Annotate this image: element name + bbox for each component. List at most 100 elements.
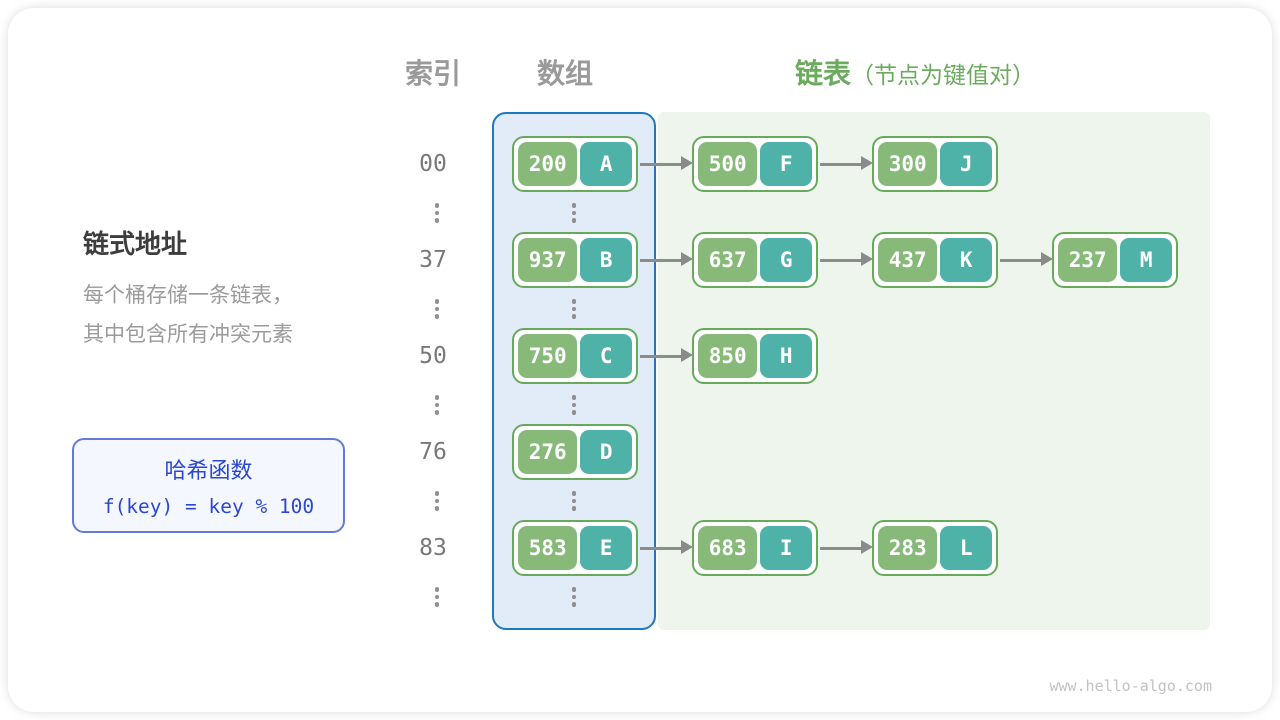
header-list-group: 链表（节点为键值对） <box>795 52 1035 92</box>
node-value: K <box>940 238 992 282</box>
arrow-shaft <box>820 258 864 262</box>
dot <box>434 299 439 304</box>
ellipsis-dots <box>571 587 577 610</box>
node-value: G <box>760 238 812 282</box>
dot <box>434 210 439 215</box>
node-key: 937 <box>518 238 578 282</box>
ellipsis-dots <box>571 299 577 322</box>
header-array: 数组 <box>537 58 594 89</box>
arrow-shaft <box>820 162 864 166</box>
hash-function-formula: f(key) = key % 100 <box>102 495 315 518</box>
dot <box>434 410 439 415</box>
arrow <box>999 232 1053 288</box>
arrow <box>639 520 693 576</box>
dot <box>571 506 576 511</box>
index-label: 76 <box>419 439 447 465</box>
dot <box>571 491 576 496</box>
node-value: I <box>760 526 812 570</box>
arrow-head-icon <box>681 252 693 266</box>
dot <box>571 395 576 400</box>
dot <box>571 602 576 607</box>
arrow-shaft <box>640 162 684 166</box>
dot <box>571 203 576 208</box>
dot <box>434 306 439 311</box>
arrow-head-icon <box>1041 252 1053 266</box>
index-label: 37 <box>419 247 447 273</box>
arrow-head-icon <box>681 156 693 170</box>
node-value: C <box>580 334 632 378</box>
node-value: L <box>940 526 992 570</box>
node-value: H <box>760 334 812 378</box>
watermark: www.hello-algo.com <box>1049 677 1212 695</box>
node-value: B <box>580 238 632 282</box>
node-value: A <box>580 142 632 186</box>
dot <box>571 410 576 415</box>
node-key: 583 <box>518 526 578 570</box>
arrow-head-icon <box>681 540 693 554</box>
node-key: 500 <box>698 142 758 186</box>
node-value: J <box>940 142 992 186</box>
node-key: 200 <box>518 142 578 186</box>
dot <box>434 498 439 503</box>
node-value: E <box>580 526 632 570</box>
arrow <box>639 328 693 384</box>
section-title: 链式地址 <box>83 229 188 259</box>
dot <box>571 402 576 407</box>
hash-function-box: 哈希函数 f(key) = key % 100 <box>72 438 345 533</box>
description-line-1: 每个桶存储一条链表， <box>83 284 293 307</box>
ellipsis-dots <box>571 491 577 514</box>
arrow <box>819 232 873 288</box>
arrow-shaft <box>1000 258 1044 262</box>
node-key: 437 <box>878 238 938 282</box>
arrow <box>639 136 693 192</box>
node-key: 300 <box>878 142 938 186</box>
ellipsis-dots <box>434 587 440 610</box>
section-description: 每个桶存储一条链表， 其中包含所有冲突元素 <box>83 276 293 354</box>
node-key: 750 <box>518 334 578 378</box>
dot <box>434 203 439 208</box>
description-line-2: 其中包含所有冲突元素 <box>83 323 293 346</box>
arrow <box>819 520 873 576</box>
ellipsis-dots <box>434 395 440 418</box>
index-label: 00 <box>419 151 447 177</box>
arrow-head-icon <box>681 348 693 362</box>
arrow-head-icon <box>861 540 873 554</box>
dot <box>571 587 576 592</box>
dot <box>571 594 576 599</box>
node-key: 683 <box>698 526 758 570</box>
arrow-shaft <box>640 354 684 358</box>
dot <box>434 491 439 496</box>
header-list-note: （节点为键值对） <box>851 62 1036 88</box>
dot <box>434 314 439 319</box>
dot <box>434 587 439 592</box>
node-key: 637 <box>698 238 758 282</box>
dot <box>434 506 439 511</box>
node-key: 850 <box>698 334 758 378</box>
index-label: 50 <box>419 343 447 369</box>
arrow-shaft <box>640 546 684 550</box>
arrow-shaft <box>640 258 684 262</box>
ellipsis-dots <box>434 491 440 514</box>
header-index: 索引 <box>405 58 462 89</box>
dot <box>571 498 576 503</box>
node-value: D <box>580 430 632 474</box>
arrow-head-icon <box>861 156 873 170</box>
ellipsis-dots <box>434 299 440 322</box>
ellipsis-dots <box>571 203 577 226</box>
dot <box>571 210 576 215</box>
arrow-shaft <box>820 546 864 550</box>
node-value: F <box>760 142 812 186</box>
index-label: 83 <box>419 535 447 561</box>
